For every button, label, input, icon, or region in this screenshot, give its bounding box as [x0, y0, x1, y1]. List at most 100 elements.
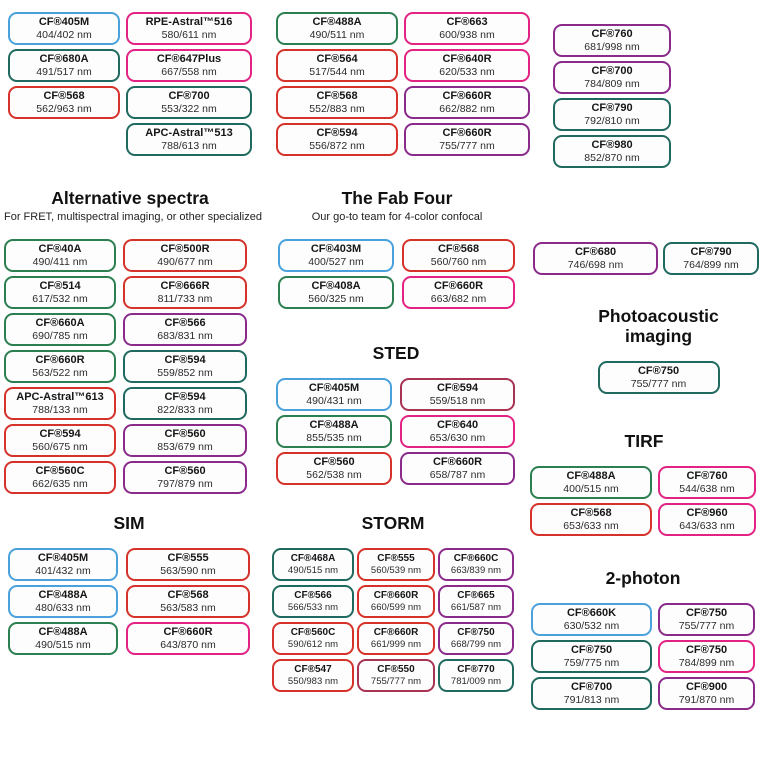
dye-excitation-emission: 559/518 nm	[429, 395, 486, 407]
dye-excitation-emission: 791/870 nm	[678, 694, 735, 706]
dye-name: CF®790	[690, 246, 732, 258]
dye-name: CF®568	[570, 507, 612, 519]
dye-name: CF®640	[436, 419, 479, 431]
dye-excitation-emission: 791/813 nm	[563, 694, 620, 706]
dye-excitation-emission: 653/633 nm	[563, 520, 619, 532]
dye-excitation-emission: 759/775 nm	[563, 657, 620, 669]
dye-name: CF®700	[168, 90, 210, 102]
dye-excitation-emission: 643/870 nm	[160, 639, 216, 651]
section-title-photoacoustic-imaging: Photoacoustic imaging	[598, 306, 719, 346]
dye-name: CF®560C	[35, 465, 85, 477]
dye-name: CF®405M	[38, 16, 90, 28]
dye-name: CF®666R	[160, 280, 210, 292]
section-title-sted: STED	[372, 343, 420, 363]
dye-name: CF®960	[686, 507, 728, 519]
dye-excitation-emission: 490/511 nm	[309, 29, 365, 41]
dye-excitation-emission: 660/599 nm	[370, 602, 422, 613]
dye-name: CF®568	[167, 589, 209, 601]
dye-name: CF®488A	[309, 419, 359, 431]
dye-excitation-emission: 560/760 nm	[430, 256, 487, 268]
dye-excitation-emission: 788/613 nm	[161, 140, 217, 152]
dye-excitation-emission: 792/810 nm	[584, 115, 640, 127]
dye-name: RPE-Astral™516	[145, 16, 233, 28]
dye-name: CF®660R	[433, 280, 484, 292]
dye-excitation-emission: 490/677 nm	[157, 256, 213, 268]
dye-name: CF®405M	[308, 382, 360, 394]
dye-excitation-emission: 661/999 nm	[370, 639, 422, 650]
dye-name: CF®594	[164, 354, 206, 366]
dye-name: CF®660R	[163, 626, 213, 638]
dye-name: CF®770	[457, 664, 495, 675]
dye-excitation-emission: 559/852 nm	[157, 367, 213, 379]
dye-excitation-emission: 663/682 nm	[430, 293, 487, 305]
dye-excitation-emission: 653/630 nm	[429, 432, 486, 444]
section-title-sim: SIM	[113, 513, 145, 533]
dye-name: CF®660R	[442, 127, 492, 139]
dye-name: APC-Astral™613	[16, 391, 104, 403]
dye-excitation-emission: 755/777 nm	[678, 620, 735, 632]
section-title-alternative-spectra: Alternative spectra	[51, 188, 209, 208]
dye-excitation-emission: 617/532 nm	[32, 293, 88, 305]
dye-excitation-emission: 661/587 nm	[450, 602, 502, 613]
dye-excitation-emission: 755/777 nm	[370, 676, 422, 687]
dye-name: CF®40A	[38, 243, 82, 255]
dye-name: CF®760	[591, 28, 633, 40]
dye-name: CF®700	[591, 65, 633, 77]
